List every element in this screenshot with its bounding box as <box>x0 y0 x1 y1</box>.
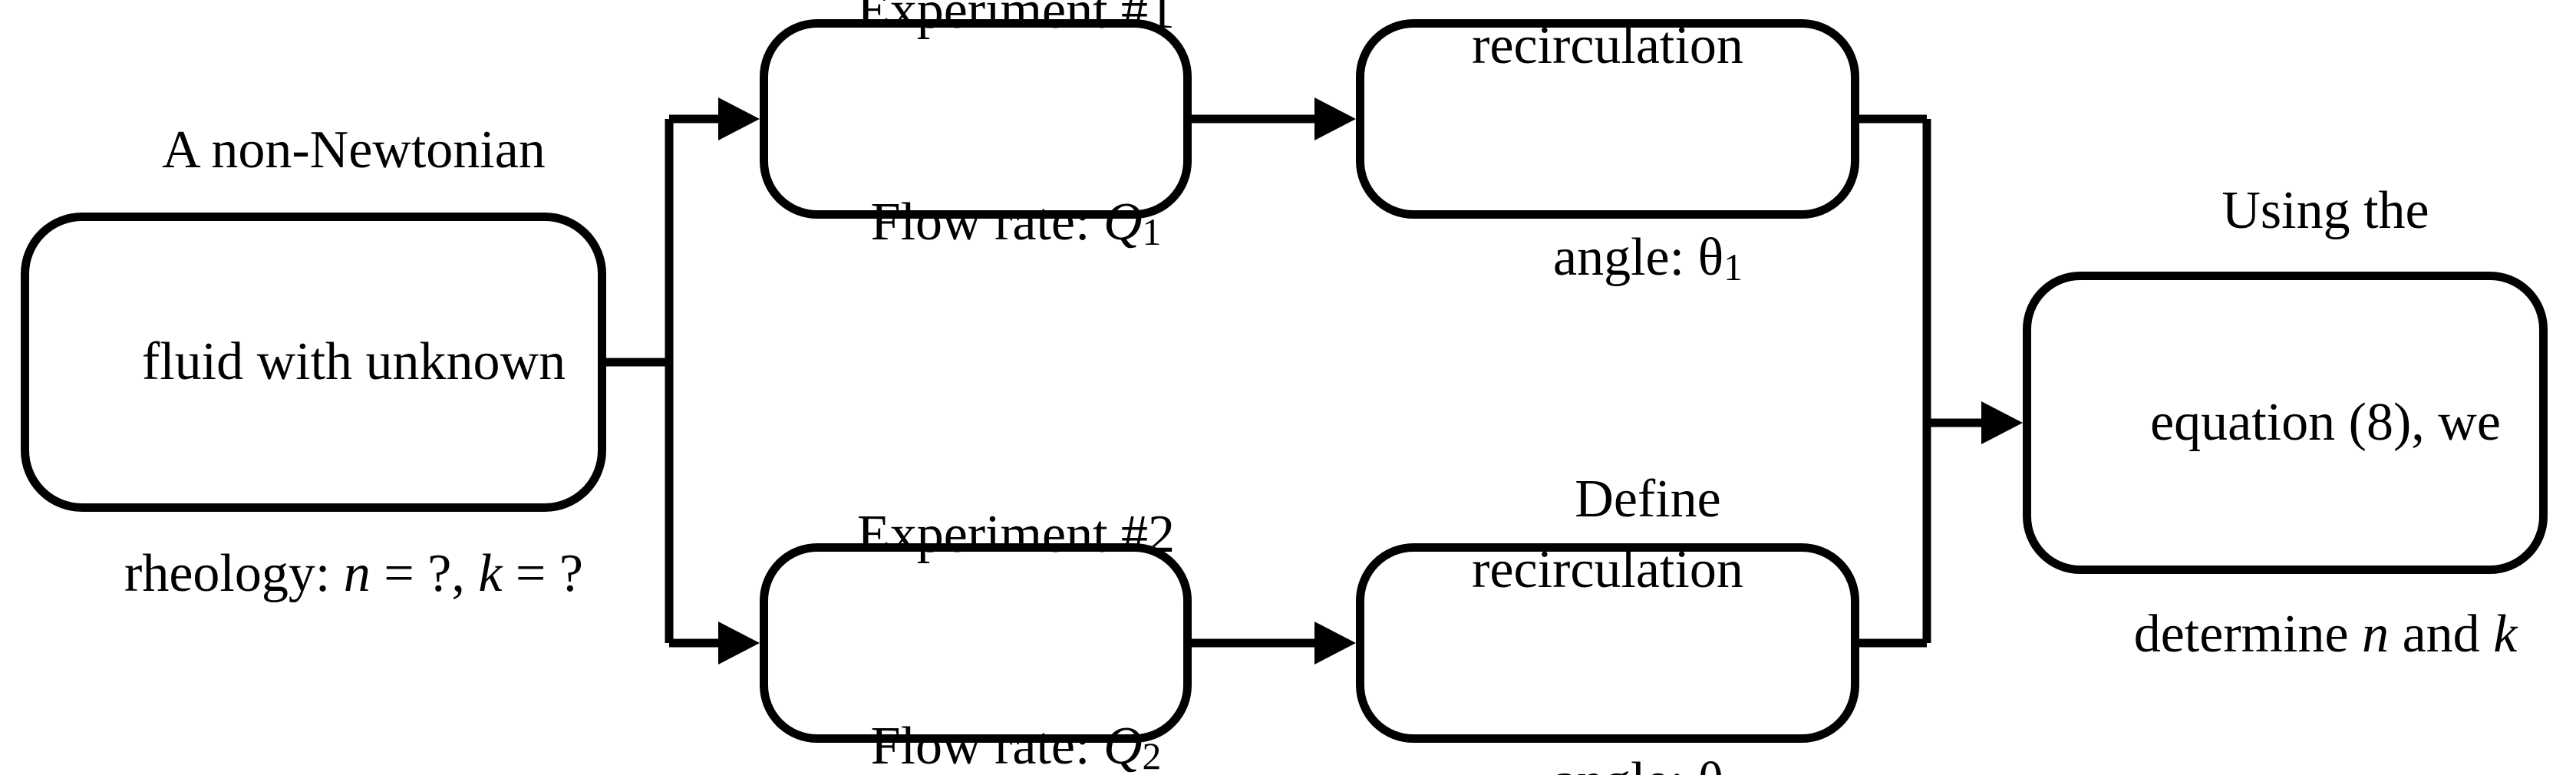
node-experiment-2: Experiment #2 Flow rate: Q2 <box>760 505 1192 775</box>
node-define-angle-2: Define recirculation angle: θ2 <box>1356 470 1859 775</box>
text-segment: Flow rate: <box>870 717 1103 775</box>
node-text-line: Using the <box>2141 105 2429 317</box>
node-text-line: Flow rate: Q1 <box>790 117 1162 333</box>
arrowhead-icon <box>1981 401 2023 444</box>
node-text-line: fluid with unknown <box>61 256 566 468</box>
node-result-equation: Using the equation (8), we determine n a… <box>2023 181 2548 664</box>
node-text-line: rheology: n = ?, k = ? <box>44 468 583 680</box>
text-segment: = ? <box>502 544 583 603</box>
node-text-line: Experiment #1 <box>777 0 1175 117</box>
subscript: 1 <box>1142 210 1162 253</box>
text-segment: angle: <box>1553 228 1698 287</box>
node-text-line: angle: θ1 <box>1473 152 1743 368</box>
node-text-line: angle: θ2 <box>1473 676 1743 775</box>
node-text-line: determine n and k <box>2053 529 2518 740</box>
text-segment: determine <box>2133 605 2363 664</box>
text-segment: A non-Newtonian <box>162 120 546 180</box>
node-text-line: Define recirculation <box>1364 0 1851 152</box>
variable-theta1: θ <box>1697 228 1724 287</box>
node-fluid-unknown-rheology: A non-Newtonian fluid with unknown rheol… <box>21 120 606 603</box>
text-segment: Define recirculation <box>1472 0 1743 75</box>
node-text-line: Experiment #2 <box>777 429 1175 641</box>
text-segment: = ?, <box>370 544 479 603</box>
variable-theta2: θ <box>1698 752 1724 775</box>
text-segment: Experiment #2 <box>856 505 1176 564</box>
node-text-line: A non-Newtonian <box>81 45 546 256</box>
text-segment: fluid with unknown <box>141 332 566 391</box>
edge-merge-result <box>1859 114 2023 648</box>
text-segment: equation (8), we <box>2150 393 2501 452</box>
node-text-line: Define recirculation <box>1364 394 1851 676</box>
text-segment: Experiment #1 <box>856 0 1176 40</box>
variable-n: n <box>343 544 371 603</box>
edge-exp1-def1 <box>1192 97 1356 140</box>
edge-fluid-branch <box>606 97 760 665</box>
variable-k: k <box>478 544 503 603</box>
text-segment: angle: <box>1553 752 1698 775</box>
arrowhead-icon <box>718 622 760 665</box>
subscript: 2 <box>1142 734 1162 775</box>
node-experiment-1: Experiment #1 Flow rate: Q1 <box>760 0 1192 253</box>
arrowhead-icon <box>1314 622 1356 665</box>
text-segment: and <box>2389 605 2494 664</box>
arrowhead-icon <box>718 97 760 140</box>
connector-line <box>1859 114 1983 648</box>
node-text-line: Flow rate: Q2 <box>790 641 1162 775</box>
text-segment: Flow rate: <box>870 193 1103 252</box>
node-define-angle-1: Define recirculation angle: θ1 <box>1356 0 1859 289</box>
connector-line <box>606 114 720 648</box>
text-segment: Define recirculation <box>1472 470 1743 599</box>
text-segment: rheology: <box>124 544 344 603</box>
edge-exp2-def2 <box>1192 622 1356 665</box>
subscript: 1 <box>1723 246 1743 289</box>
variable-Q1: Q <box>1103 193 1143 252</box>
variable-k: k <box>2493 605 2518 664</box>
arrowhead-icon <box>1314 97 1356 140</box>
variable-n: n <box>2362 605 2390 664</box>
node-text-line: equation (8), we <box>2070 317 2501 529</box>
subscript: 2 <box>1723 770 1743 775</box>
variable-Q2: Q <box>1103 717 1143 775</box>
text-segment: Using the <box>2221 181 2429 240</box>
